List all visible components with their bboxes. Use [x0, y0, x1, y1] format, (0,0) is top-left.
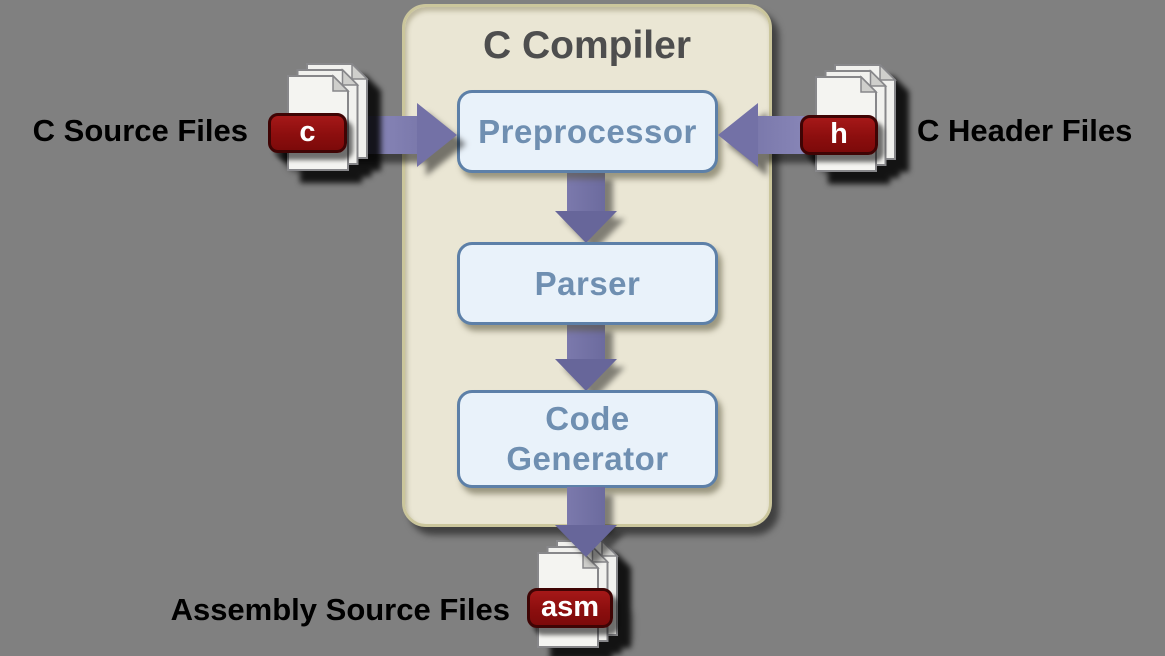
arrow-shaft: [567, 171, 605, 213]
arrow-shaft: [567, 487, 605, 527]
stage-preprocessor: Preprocessor: [457, 90, 718, 173]
arrow-head-down-icon: [555, 359, 617, 391]
c-header-files-label: C Header Files: [917, 113, 1133, 148]
asm-file-badge: asm: [527, 588, 613, 628]
stage-code-generator: Code Generator: [457, 390, 718, 488]
arrow-codegen-to-assembly-icon: [555, 487, 617, 557]
arrow-preprocessor-to-parser-icon: [555, 171, 617, 243]
arrow-head-right-icon: [417, 103, 457, 167]
c-source-files-label: C Source Files: [32, 113, 248, 148]
arrow-head-left-icon: [718, 103, 758, 167]
arrow-parser-to-codegen-icon: [555, 323, 617, 391]
stage-parser: Parser: [457, 242, 718, 325]
arrow-head-down-icon: [555, 525, 617, 557]
compiler-title: C Compiler: [482, 24, 692, 67]
arrow-shaft: [567, 323, 605, 361]
assembly-files-icon: asm: [527, 540, 619, 648]
c-source-files-icon: c: [268, 63, 369, 171]
c-file-badge: c: [268, 113, 347, 153]
arrow-head-down-icon: [555, 211, 617, 243]
c-header-files-icon: h: [800, 64, 897, 172]
assembly-source-files-label: Assembly Source Files: [170, 592, 510, 627]
h-file-badge: h: [800, 115, 878, 155]
